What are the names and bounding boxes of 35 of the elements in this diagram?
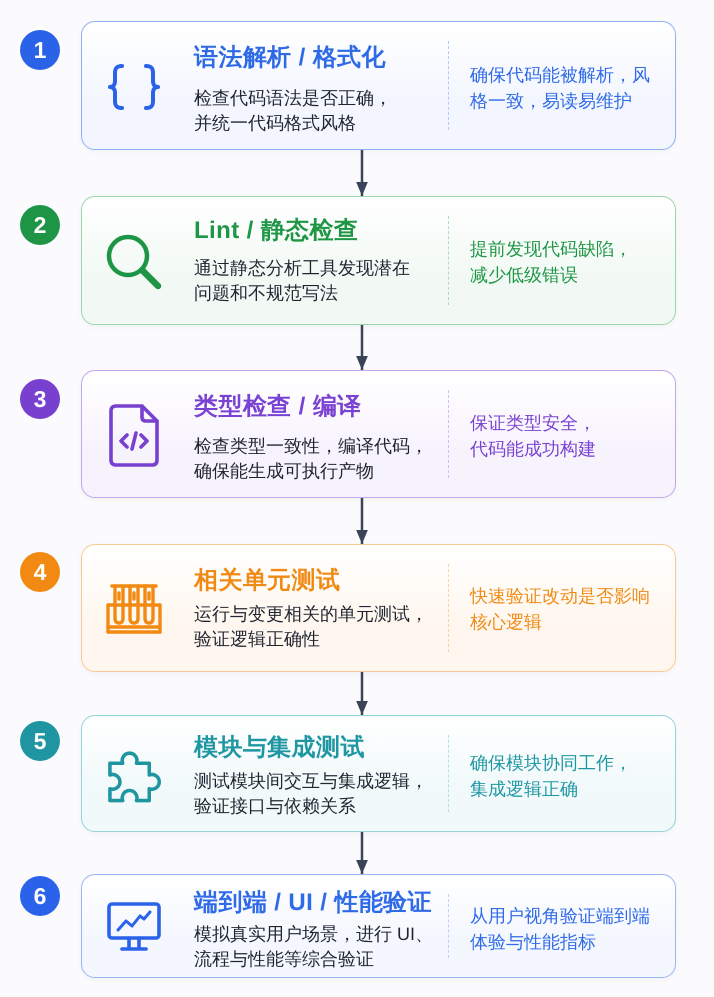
step-benefit: 从用户视角验证端到端体验与性能指标 [470, 905, 651, 954]
step-card [81, 544, 676, 672]
step-card [81, 715, 676, 832]
step-benefit: 快速验证改动是否影响核心逻辑 [470, 585, 651, 634]
step-description: 运行与变更相关的单元测试，验证逻辑正确性 [194, 602, 429, 650]
step-title: 端到端 / UI / 性能验证 [194, 888, 432, 918]
step-title: 语法解析 / 格式化 [194, 43, 386, 73]
step-benefit: 提前发现代码缺陷，减少低级错误 [470, 238, 633, 287]
step-card [81, 21, 676, 150]
step-number: 2 [20, 205, 60, 245]
step-title: 相关单元测试 [194, 566, 340, 596]
step-number: 1 [20, 30, 60, 70]
step-benefit: 确保模块协同工作，集成逻辑正确 [470, 752, 633, 801]
step-card [81, 874, 676, 978]
arrow [356, 832, 368, 874]
step-number: 3 [20, 379, 60, 419]
step-description: 检查类型一致性，编译代码，确保能生成可执行产物 [194, 434, 429, 482]
arrow [356, 325, 368, 370]
step-description: 检查代码语法是否正确，并统一代码格式风格 [194, 86, 393, 134]
step-description: 通过静态分析工具发现潜在问题和不规范写法 [194, 256, 411, 304]
step-title: 模块与集成测试 [194, 733, 365, 763]
arrow [356, 150, 368, 196]
arrow [356, 672, 368, 715]
step-number: 4 [20, 552, 60, 592]
step-benefit: 确保代码能被解析，风格一致，易读易维护 [470, 64, 651, 113]
arrow [356, 498, 368, 544]
step-benefit: 保证类型安全，代码能成功构建 [470, 412, 597, 461]
step-title: Lint / 静态检查 [194, 216, 358, 246]
step-number: 6 [20, 876, 60, 916]
step-title: 类型检查 / 编译 [194, 392, 362, 422]
step-card [81, 196, 676, 325]
step-card [81, 370, 676, 498]
step-description: 测试模块间交互与集成逻辑，验证接口与依赖关系 [194, 770, 429, 818]
step-description: 模拟真实用户场景，进行 UI、流程与性能等综合验证 [194, 922, 434, 970]
step-number: 5 [20, 721, 60, 761]
